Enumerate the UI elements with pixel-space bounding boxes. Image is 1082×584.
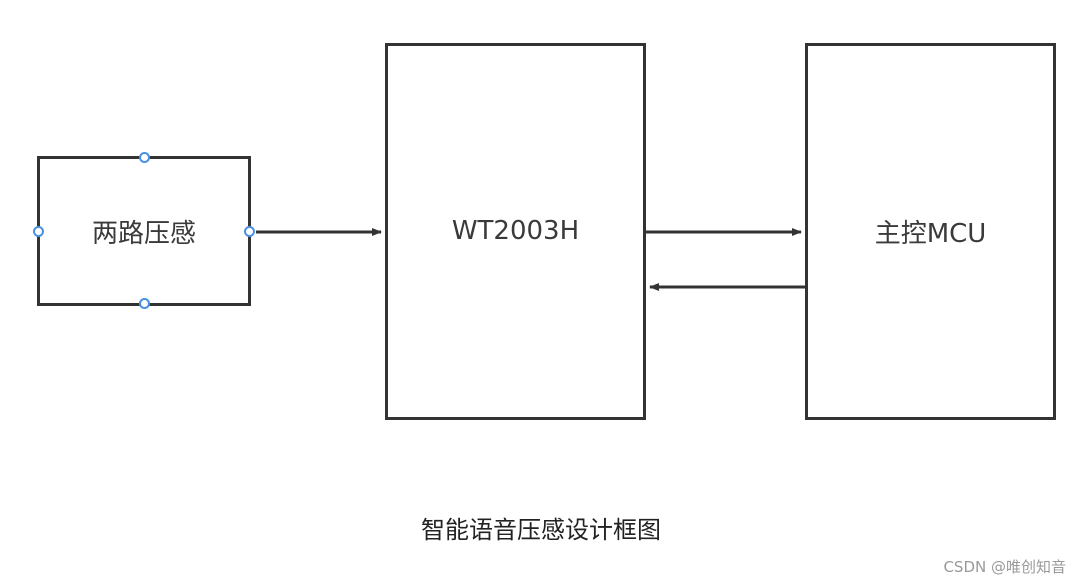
diagram-caption: 智能语音压感设计框图 xyxy=(421,516,661,544)
node-main-mcu-label: 主控MCU xyxy=(874,219,987,249)
resize-handle-left[interactable] xyxy=(33,226,44,237)
node-main-mcu[interactable]: 主控MCU xyxy=(805,43,1056,420)
resize-handle-top[interactable] xyxy=(139,152,150,163)
resize-handle-bottom[interactable] xyxy=(139,298,150,309)
resize-handle-right[interactable] xyxy=(244,226,255,237)
node-pressure-sensors[interactable]: 两路压感 xyxy=(37,156,251,306)
node-wt2003h[interactable]: WT2003H xyxy=(385,43,646,420)
watermark: CSDN @唯创知音 xyxy=(943,558,1066,576)
node-wt2003h-label: WT2003H xyxy=(451,215,580,246)
node-pressure-sensors-label: 两路压感 xyxy=(91,218,196,249)
